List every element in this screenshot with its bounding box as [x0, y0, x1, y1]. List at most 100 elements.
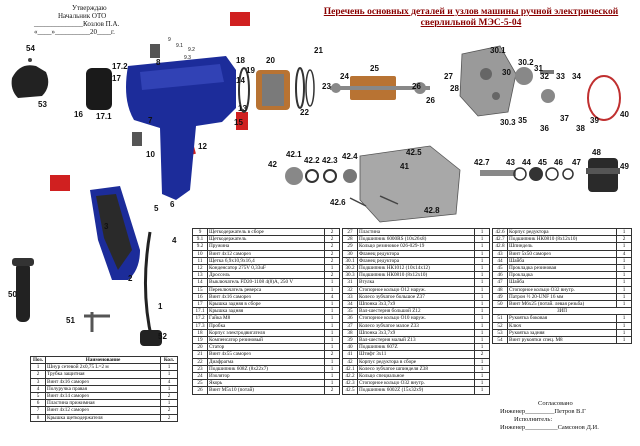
- table-cell-qty: 1: [616, 285, 632, 294]
- table-cell-pos: 13: [192, 271, 208, 280]
- table-cell-name: Винт 4х16 саморез: [207, 292, 325, 302]
- table-cell-pos: 40: [342, 343, 358, 352]
- table-cell-pos: 17.3: [192, 321, 208, 330]
- table-cell-qty: 1: [324, 379, 340, 388]
- callout-label: 49: [620, 162, 629, 171]
- stator-core: [262, 74, 284, 106]
- motor-housing-part: [126, 56, 236, 200]
- table-cell-qty: 1: [324, 264, 340, 273]
- callout-label: 44: [522, 158, 531, 167]
- table-cell-name: Крышка задняя: [207, 307, 325, 316]
- table-cell-qty: 4: [160, 377, 178, 386]
- table-cell-name: Винт 4х55 саморез: [207, 350, 325, 359]
- title-line: Перечень основных деталей и узлов машины…: [323, 7, 619, 17]
- table-cell-pos: 45: [492, 264, 508, 273]
- table-cell-qty: 1: [474, 256, 490, 266]
- ring-part: [323, 169, 337, 183]
- table-cell-pos: 25: [192, 379, 208, 388]
- table-cell-qty: 1: [324, 314, 340, 323]
- callout-label: 47: [572, 158, 581, 167]
- callout-label: 35: [518, 116, 527, 125]
- table-cell-name: Винт 5х50 саморез: [507, 249, 617, 258]
- table-cell-pos: 1: [30, 363, 46, 372]
- callout-label: 54: [26, 44, 35, 53]
- ring-part: [305, 169, 319, 183]
- callout-label: 6: [170, 200, 175, 209]
- table-cell-pos: 17: [192, 300, 208, 309]
- callout-label: 43: [506, 158, 515, 167]
- screw-part: [379, 195, 399, 205]
- table-cell-name: Крышка задняя в сборе: [207, 300, 325, 309]
- table-cell-pos: 47: [492, 278, 508, 287]
- table-cell-name: Колесо зубчатое малое Z33: [357, 321, 475, 330]
- callout-label: 25: [370, 64, 379, 73]
- table-cell-name: Компенсатор резиновый: [207, 336, 325, 345]
- callout-label: 42.3: [322, 156, 338, 165]
- washer-part: [529, 167, 543, 181]
- table-cell-pos: 36: [342, 314, 358, 323]
- table-cell-pos: 42.6: [492, 227, 508, 237]
- chuck-key-part: [84, 312, 110, 332]
- table-cell-qty: 1: [474, 249, 490, 258]
- table-cell-name: Статор: [207, 343, 325, 352]
- brush-holder-part: [132, 132, 142, 146]
- table-cell-qty: 1: [474, 372, 490, 381]
- callout-label: 24: [340, 72, 349, 81]
- table-cell-name: Винт М6х25 (потай. левая резьба): [507, 300, 617, 309]
- washer-part: [545, 167, 559, 181]
- table-cell-qty: 1: [474, 328, 490, 338]
- table-cell-qty: 2: [324, 256, 340, 266]
- table-cell-pos: 31: [342, 278, 358, 287]
- signature-line: Исполнитель:: [514, 416, 553, 423]
- table-cell-qty: 2: [324, 386, 340, 395]
- table-cell-pos: 34: [342, 300, 358, 309]
- chuck-band: [586, 168, 620, 174]
- table-cell-pos: 10: [192, 249, 208, 258]
- table-cell-qty: 2: [160, 406, 178, 415]
- table-cell-name: Подшипник 608Z (8х22х7): [207, 364, 325, 374]
- chuck-part: [588, 158, 618, 192]
- table-cell-qty: 1: [324, 307, 340, 316]
- table-cell-pos: 43: [492, 249, 508, 258]
- table-cell-name: Подшипник НК1012 (10х14х12): [357, 264, 475, 273]
- rear-cover-part: [86, 68, 112, 110]
- table-cell-name: Прокладка резиновая: [507, 264, 617, 273]
- table-cell-qty: 1: [616, 227, 632, 237]
- table-cell-qty: 1: [474, 357, 490, 366]
- callout-label: 51: [66, 316, 75, 325]
- table-cell-pos: 30.3: [342, 271, 358, 280]
- callout-label: 37: [560, 114, 569, 123]
- callout-label: 20: [266, 56, 275, 65]
- table-cell-name: Прокладка: [507, 271, 617, 280]
- callout-label: 30.3: [500, 118, 516, 127]
- callout-label: 41: [400, 162, 409, 171]
- table-cell-pos: 49: [492, 292, 508, 302]
- callout-label: 21: [314, 46, 323, 55]
- side-handle-ring: [12, 258, 34, 266]
- table-cell-name: Винт рукоятки спец. М8: [507, 336, 617, 345]
- rear-handle-part: [11, 65, 49, 98]
- table-cell-qty: 1: [474, 321, 490, 330]
- table-cell-pos: 30: [342, 249, 358, 258]
- table-cell-qty: 1: [324, 328, 340, 338]
- callout-label: 9: [168, 37, 171, 43]
